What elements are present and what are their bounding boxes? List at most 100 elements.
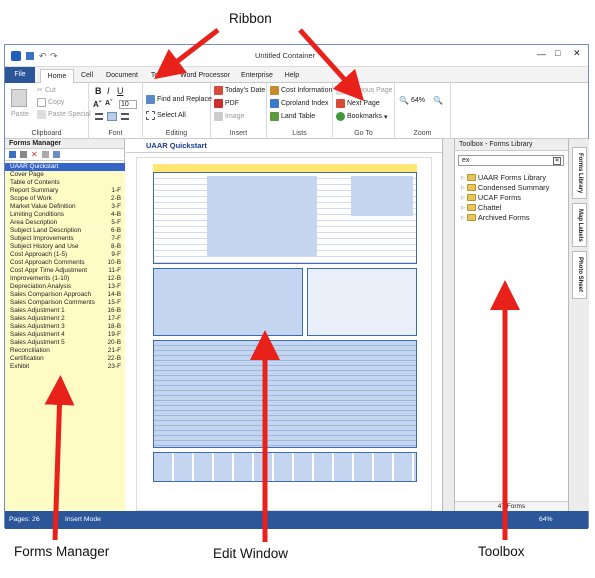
app-window: ↶ ↷ Untitled Container — □ ✕ File Home C…	[4, 44, 589, 529]
form-page-number: 10-B	[107, 259, 122, 266]
underline-button[interactable]: U	[117, 86, 124, 96]
align-center-icon[interactable]	[107, 112, 117, 121]
collapsed-panel-strip[interactable]	[442, 139, 454, 511]
form-page-number: 18-B	[107, 323, 122, 330]
maximize-button[interactable]: □	[555, 48, 561, 58]
undo-icon[interactable]: ↶	[39, 51, 47, 61]
italic-button[interactable]: I	[107, 86, 110, 96]
expand-icon[interactable]: ▷	[461, 204, 465, 211]
tab-map-labels[interactable]: Map Labels	[572, 203, 587, 247]
land-table-button[interactable]: Land Table	[270, 112, 315, 121]
forms-list-item[interactable]: Table of Contents	[5, 179, 125, 187]
delete-icon[interactable]: ✕	[31, 150, 38, 159]
status-zoom[interactable]: 64%	[539, 516, 553, 523]
find-replace-button[interactable]: Find and Replace	[146, 95, 212, 104]
zoom-out-icon[interactable]: 🔍	[399, 96, 409, 105]
cproland-index-button[interactable]: Cproland Index	[270, 99, 328, 108]
expand-icon[interactable]: ▷	[461, 214, 465, 221]
forms-list-item[interactable]: UAAR Quickstart	[5, 163, 125, 171]
move-up-icon[interactable]	[20, 151, 27, 158]
select-all-button[interactable]: Select All	[146, 111, 186, 120]
form-page[interactable]	[136, 157, 432, 511]
properties-icon[interactable]	[53, 151, 60, 158]
save-icon[interactable]	[26, 52, 34, 60]
toolbox-folder-item[interactable]: ▷Condensed Summary	[461, 183, 549, 192]
image-button[interactable]: Image	[214, 112, 244, 121]
tab-document[interactable]: Document	[106, 72, 138, 79]
paste-special-button[interactable]: Paste Special	[37, 110, 91, 119]
tab-enterprise[interactable]: Enterprise	[241, 72, 273, 79]
redo-icon[interactable]: ↷	[50, 51, 58, 61]
toolbox-folder-item[interactable]: ▷Archived Forms	[461, 213, 530, 222]
copy-button[interactable]: Copy	[37, 98, 64, 107]
cost-information-button[interactable]: Cost Information	[270, 86, 332, 95]
minimize-button[interactable]: —	[537, 49, 546, 59]
tab-home[interactable]: Home	[40, 69, 74, 84]
cut-button[interactable]: ✂Cut	[37, 86, 56, 95]
add-form-icon[interactable]	[9, 151, 16, 158]
align-left-icon[interactable]	[95, 113, 103, 120]
tab-cell[interactable]: Cell	[80, 72, 94, 79]
tab-help[interactable]: Help	[284, 72, 300, 79]
todays-date-button[interactable]: Today's Date	[214, 86, 265, 95]
copy-form-icon[interactable]	[42, 151, 49, 158]
tab-tools[interactable]: Tools	[150, 72, 168, 79]
pdf-button[interactable]: PDF	[214, 99, 239, 108]
tab-file[interactable]: File	[5, 67, 35, 83]
toolbox-folder-item[interactable]: ▷ UCAF Forms	[461, 193, 521, 202]
file-info-fields[interactable]	[351, 176, 413, 216]
zoom-in-icon[interactable]: 🔍	[433, 96, 443, 105]
bookmarks-button[interactable]: Bookmarks▾	[336, 112, 388, 121]
previous-page-button[interactable]: Previous Page	[336, 86, 393, 95]
folder-icon	[466, 214, 476, 221]
paste-button[interactable]: Paste	[11, 111, 29, 118]
close-button[interactable]: ✕	[573, 48, 581, 58]
toolbox-folder-label: UCAF Forms	[477, 193, 521, 202]
paste-icon[interactable]	[11, 89, 27, 107]
tab-photo-sheet[interactable]: Photo Sheet	[572, 251, 587, 299]
clear-search-icon[interactable]: ✕	[553, 157, 561, 165]
tab-forms-library[interactable]: Forms Library	[572, 147, 587, 199]
font-grow-icon[interactable]: Aˇ	[93, 100, 102, 109]
tab-word-processor[interactable]: Word Processor	[179, 72, 231, 79]
toolbox-folder-item[interactable]: ▷ UAAR Forms Library	[461, 173, 546, 182]
forms-list-item[interactable]: Cost Approach (1-5)9-F	[5, 251, 125, 259]
next-page-button[interactable]: Next Page	[336, 99, 380, 108]
bold-button[interactable]: B	[95, 86, 102, 96]
forms-list-item[interactable]: Cover Page	[5, 171, 125, 179]
forms-list-item[interactable]: Improvements (1-10)12-B	[5, 275, 125, 283]
align-right-icon[interactable]	[121, 113, 129, 120]
zoom-level[interactable]: 64%	[411, 97, 426, 104]
font-shrink-icon[interactable]: Aˇ	[105, 100, 113, 107]
expand-icon[interactable]: ▷	[461, 174, 465, 181]
toolbox-folder-item[interactable]: ▷Chattel	[461, 203, 501, 212]
quick-start-fields[interactable]	[207, 176, 317, 256]
expand-icon[interactable]: ▷	[461, 194, 465, 201]
form-page-number: 22-B	[107, 355, 122, 362]
toolbox-folder-label: UAAR Forms Library	[477, 173, 547, 182]
font-size-select[interactable]: 10	[119, 100, 137, 109]
toolbox-search-input[interactable]: ex✕	[458, 155, 564, 166]
expand-icon[interactable]: ▷	[461, 184, 465, 191]
